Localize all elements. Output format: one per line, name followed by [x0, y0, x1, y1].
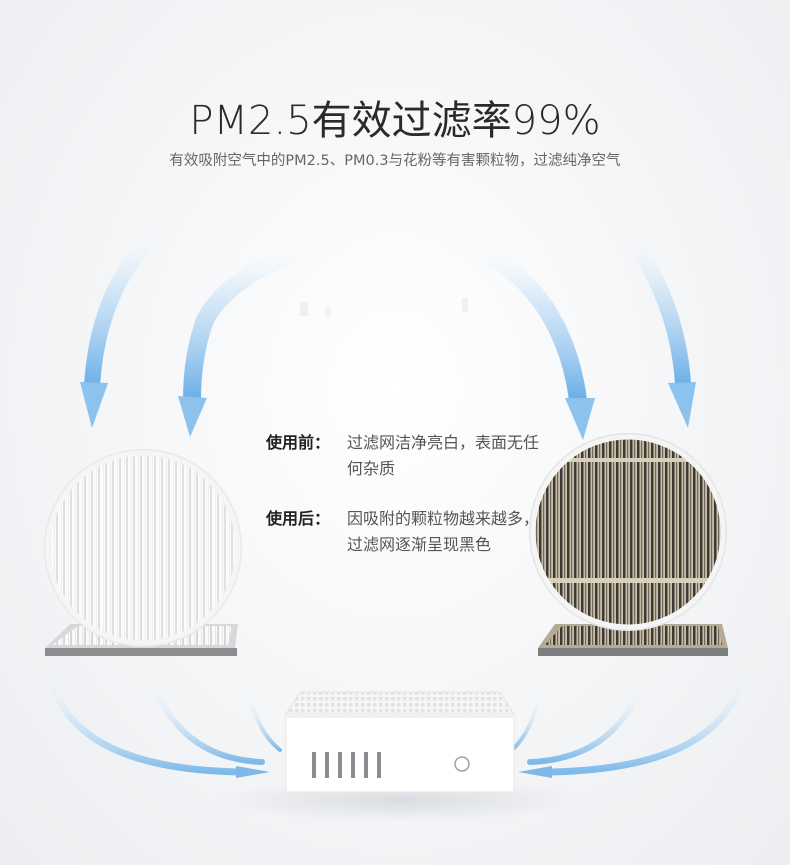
dirty-filter-magnifier: [529, 433, 727, 631]
after-use-text: 因吸附的颗粒物越来越多，过滤网逐渐呈现黑色: [347, 509, 540, 554]
airflow-arrow-icon: [80, 217, 173, 428]
page-subtitle: 有效吸附空气中的PM2.5、PM0.3与花粉等有害颗粒物，过滤纯净空气: [169, 153, 621, 169]
power-button-icon: [454, 756, 470, 772]
airflow-arrow-icon: [178, 228, 427, 437]
before-use-text: 过滤网洁净亮白，表面无任何杂质: [347, 433, 540, 478]
after-use-label: 使用后：: [266, 509, 331, 528]
dirty-filter-panel: [538, 624, 728, 656]
airflow-arrow-icon: [411, 230, 595, 440]
airflow-arrow-icon: [44, 664, 749, 778]
air-purifier-device: [220, 691, 580, 822]
airflow-arrow-icon: [617, 222, 696, 428]
before-use-label: 使用前：: [266, 433, 331, 452]
clean-filter-magnifier: [44, 449, 242, 647]
page-title: PM2.5有效过滤率99%: [189, 98, 601, 144]
